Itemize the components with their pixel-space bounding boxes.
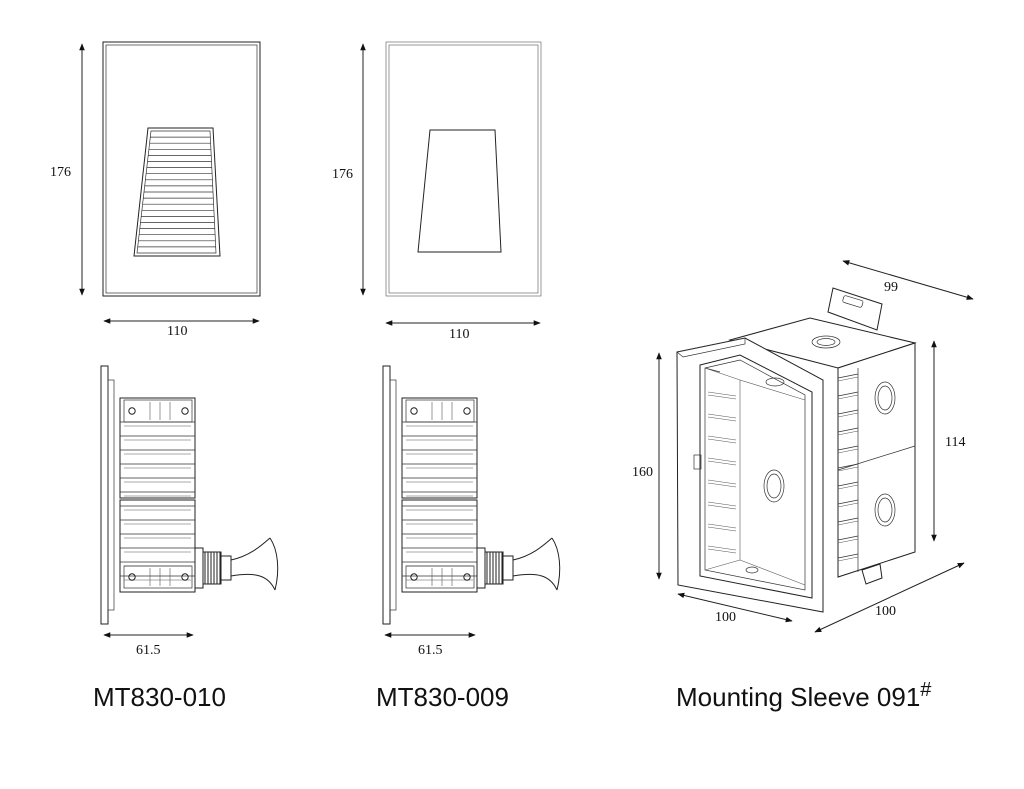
inner-wall-ribs	[707, 391, 737, 554]
mt830-010-front-view	[102, 41, 261, 297]
sleeve-back-height-label: 114	[945, 435, 965, 450]
mt830-010-width-label: 110	[167, 324, 187, 339]
mt830-009-width-dimension: 110	[385, 320, 541, 342]
mt830-009-height-dimension: 176	[332, 43, 366, 296]
sleeve-back-height-dimension: 114	[931, 340, 965, 542]
sleeve-side-width-dimension: 100	[814, 562, 965, 633]
sleeve-front-width-label: 100	[715, 610, 736, 625]
louver-slats	[137, 136, 216, 248]
mounting-sleeve-isometric-view	[676, 287, 917, 613]
sleeve-front-height-dimension: 160	[632, 352, 662, 580]
mt830-010-height-dimension: 176	[50, 43, 85, 296]
sleeve-caption: Mounting Sleeve 091#	[676, 679, 932, 712]
sleeve-depth-label: 99	[884, 280, 898, 295]
mt830-009-side-view	[382, 365, 561, 625]
mt830-010-caption: MT830-010	[93, 682, 226, 712]
mt830-009-depth-dimension: 61.5	[384, 632, 476, 658]
mt830-009-caption: MT830-009	[376, 682, 509, 712]
sleeve-caption-superscript: #	[920, 679, 932, 701]
mt830-009-width-label: 110	[449, 327, 469, 342]
sleeve-depth-dimension: 99	[842, 260, 974, 300]
mt830-010-width-dimension: 110	[103, 318, 260, 339]
mt830-009-depth-label: 61.5	[418, 643, 443, 658]
mt830-010-depth-dimension: 61.5	[103, 632, 194, 658]
mt830-009-height-label: 176	[332, 167, 353, 182]
side-ribs	[837, 368, 916, 572]
sleeve-front-width-dimension: 100	[677, 592, 793, 625]
mt830-010-side-view	[100, 365, 279, 625]
sleeve-front-height-label: 160	[632, 465, 653, 480]
mt830-010-depth-label: 61.5	[136, 643, 161, 658]
mt830-010-height-label: 176	[50, 165, 71, 180]
sleeve-side-width-label: 100	[875, 604, 896, 619]
mt830-009-front-view	[385, 41, 542, 297]
